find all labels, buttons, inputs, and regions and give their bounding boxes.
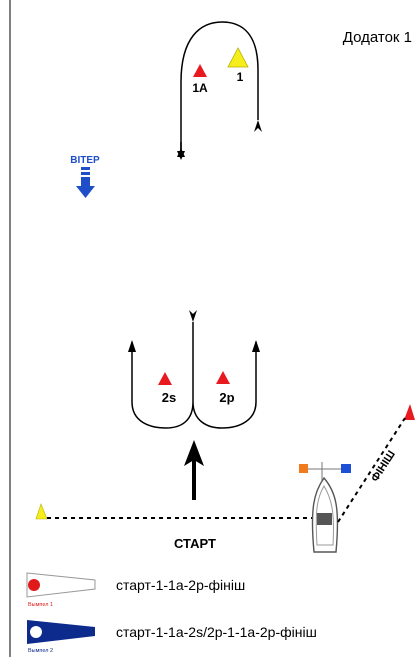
pennant-2-dot-icon xyxy=(30,626,42,638)
yellow-triangle-buoy-icon xyxy=(227,47,249,68)
upper-rounding-path xyxy=(177,21,259,157)
gate-center-tail-icon xyxy=(189,310,197,322)
mark-1: 1 xyxy=(227,47,249,84)
mark-1a-label: 1А xyxy=(192,81,208,95)
legend-item-1: Вымпел 1 старт-1-1а-2р-фініш xyxy=(26,572,245,608)
wind-label: ВІТЕР xyxy=(70,155,100,166)
finish-pin-buoy-icon xyxy=(404,404,415,420)
upper-path-tail-icon xyxy=(254,120,262,132)
wind-bar-2 xyxy=(81,172,90,175)
legend-item-2: Вымпел 2 старт-1-1а-2s/2р-1-1а-2р-фініш xyxy=(27,620,317,654)
red-triangle-buoy-icon xyxy=(158,372,172,385)
start-label: СТАРТ xyxy=(174,536,216,551)
mark-2s-label: 2s xyxy=(162,390,176,405)
finish-line: ФІНІШ xyxy=(337,404,415,523)
boat-cabin-icon xyxy=(317,513,332,525)
mark-1-label: 1 xyxy=(237,70,244,84)
wind-arrow-icon xyxy=(76,177,95,198)
pennant-1-caption: Вымпел 1 xyxy=(28,602,53,608)
gate-left-arrow-icon xyxy=(128,340,136,352)
pennant-2-flag-icon xyxy=(27,620,95,644)
start-line: СТАРТ xyxy=(35,503,315,551)
mark-2s: 2s xyxy=(158,372,176,405)
legend: Вымпел 1 старт-1-1а-2р-фініш Вымпел 2 ст… xyxy=(26,572,317,654)
wind-bar-1 xyxy=(81,167,90,170)
start-pin-buoy-icon xyxy=(35,503,48,520)
committee-boat xyxy=(299,462,351,553)
pennant-1-flag-icon xyxy=(26,572,96,598)
mark-1a: 1А xyxy=(192,64,208,95)
mark-2p-label: 2p xyxy=(219,390,234,405)
pennant-2-route: старт-1-1а-2s/2р-1-1а-2р-фініш xyxy=(116,624,317,640)
mark-2p: 2p xyxy=(216,371,235,405)
red-triangle-buoy-icon xyxy=(193,64,207,77)
orange-flag-icon xyxy=(299,464,308,473)
gate-rounding-path xyxy=(131,342,257,429)
pennant-1-route: старт-1-1а-2р-фініш xyxy=(116,577,245,593)
pennant-2-caption: Вымпел 2 xyxy=(28,648,53,654)
pennant-1-dot-icon xyxy=(28,579,40,591)
gate-right-arrow-icon xyxy=(252,340,260,352)
blue-flag-icon xyxy=(341,464,351,473)
wind-indicator: ВІТЕР xyxy=(70,155,100,198)
upwind-arrow-icon xyxy=(184,440,204,466)
boat-hull-inner xyxy=(315,485,334,546)
red-triangle-buoy-icon xyxy=(216,371,230,384)
appendix-title: Додаток 1 xyxy=(343,29,412,46)
